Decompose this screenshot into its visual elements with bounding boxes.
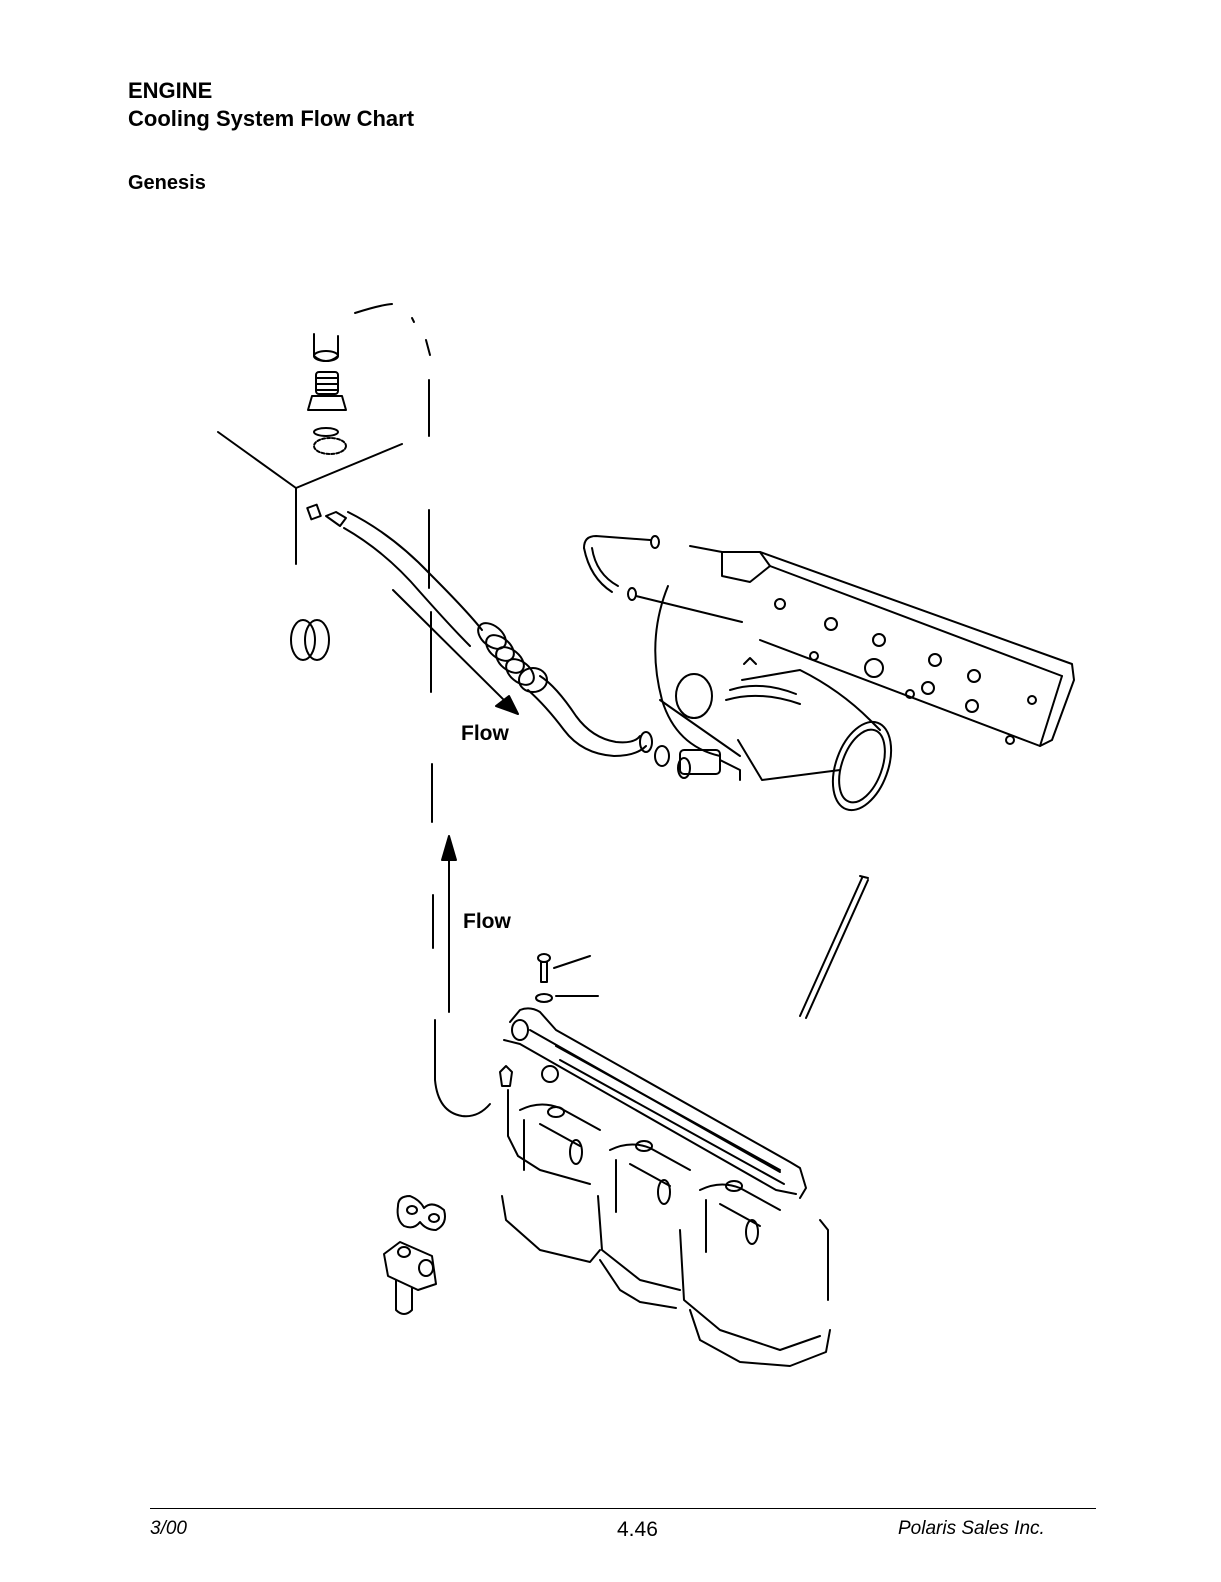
page-number: 4.46 xyxy=(617,1518,658,1542)
footer-date: 3/00 xyxy=(150,1518,187,1540)
hull-outline xyxy=(218,432,402,564)
flow-arrow-up xyxy=(442,836,456,1012)
flow-arrow-down xyxy=(393,590,518,714)
fitting-stack xyxy=(308,334,346,454)
o-ring xyxy=(291,620,329,660)
flow-label-1: Flow xyxy=(461,722,509,746)
screw xyxy=(538,954,590,982)
washer xyxy=(536,994,598,1002)
footer-company: Polaris Sales Inc. xyxy=(898,1518,1045,1540)
gasket xyxy=(398,1196,445,1230)
water-fitting xyxy=(384,1242,436,1314)
long-bolt xyxy=(800,876,868,1018)
engine-block xyxy=(500,1008,830,1366)
flow-label-2: Flow xyxy=(463,910,511,934)
footer-rule xyxy=(150,1508,1096,1509)
exhaust-assembly xyxy=(584,536,1074,818)
flow-path xyxy=(355,304,490,1116)
